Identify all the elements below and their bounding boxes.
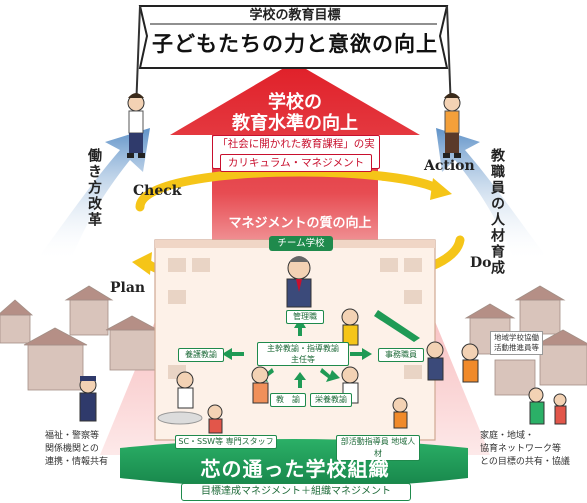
base-subtitle: 目標達成マネジメント＋組織マネジメント — [181, 483, 411, 501]
staff-development-label: 教職員の人材育成 — [489, 148, 505, 276]
staff-figures — [157, 308, 479, 434]
staff-nutrition: 栄養教諭 — [310, 393, 352, 407]
cycle-action: Action — [424, 158, 475, 174]
principal-figure — [286, 256, 312, 308]
town-left — [0, 285, 159, 391]
pdca-upper-arrow — [135, 167, 445, 212]
staff-nurse: 養護教諭 — [178, 348, 224, 362]
cycle-do: Do — [470, 255, 492, 271]
goal-subtitle: 学校の教育目標 — [249, 8, 341, 23]
left-banner-holder — [127, 93, 145, 158]
family-community-text: 家庭・地域・ 協育ネットワーク等 との目標の共有・協議 — [480, 430, 570, 469]
staff-core-line2: 主任等 — [291, 355, 315, 364]
right-blue-arrow — [436, 128, 545, 262]
team-school-badge: チーム学校 — [269, 236, 333, 251]
arrow-title: 学校の 教育水準の向上 — [220, 92, 370, 134]
arrow-title-line2: 教育水準の向上 — [232, 113, 358, 134]
staff-specialists: SC・SSW等 専門スタッフ — [175, 435, 277, 449]
cycle-plan: Plan — [110, 280, 146, 296]
family-community-line2: 協育ネットワーク等 — [480, 444, 562, 454]
staff-teacher: 教 諭 — [270, 393, 306, 407]
staff-management: 管理職 — [286, 310, 324, 324]
staff-core: 主幹教諭・指導教諭 主任等 — [257, 342, 349, 366]
related-agencies-line3: 連携・情報共有 — [45, 457, 109, 467]
family-community-line3: との目標の共有・協議 — [480, 457, 570, 467]
community-figures — [528, 387, 567, 425]
staff-office: 事務職員 — [378, 348, 424, 362]
left-blue-arrow — [40, 128, 150, 262]
staff-club: 部活動指導員 地域人材 — [336, 435, 420, 461]
community-coordinator-line1: 地域学校協働 — [494, 333, 539, 342]
related-agencies-line2: 関係機関との — [45, 444, 99, 454]
community-coordinator-label: 地域学校協働 活動推進員等 — [490, 331, 543, 355]
curriculum-management-pill: カリキュラム・マネジメント — [220, 154, 372, 172]
management-quality-label: マネジメントの質の向上 — [228, 216, 372, 231]
cycle-check: Check — [133, 183, 182, 199]
related-agencies-text: 福祉・警察等 関係機関との 連携・情報共有 — [45, 430, 108, 469]
arrow-title-line1: 学校の — [268, 92, 322, 113]
right-banner-holder — [443, 93, 461, 158]
family-community-line1: 家庭・地域・ — [480, 431, 535, 441]
base-title: 芯の通った学校組織 — [200, 457, 390, 481]
related-agencies-line1: 福祉・警察等 — [45, 431, 100, 441]
work-reform-label: 働き方改革 — [86, 148, 102, 228]
goal-title: 子どもたちの力と意欲の向上 — [152, 32, 438, 56]
community-coordinator-line2: 活動推進員等 — [494, 343, 539, 352]
police-figure — [79, 376, 97, 422]
green-connector-arrows — [222, 310, 420, 388]
staff-core-line1: 主幹教諭・指導教諭 — [267, 344, 339, 353]
